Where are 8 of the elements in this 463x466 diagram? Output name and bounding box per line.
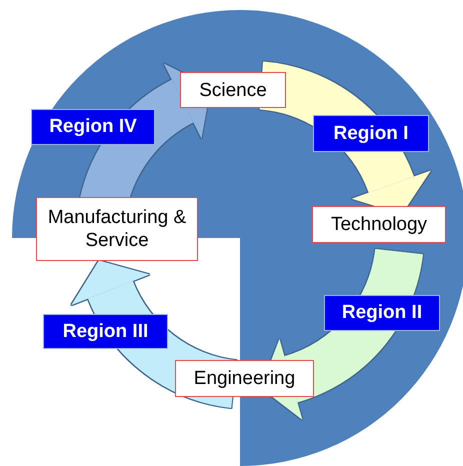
region-label: Region II (324, 295, 440, 331)
stage-box: Technology (312, 206, 446, 243)
region-label: Region I (313, 115, 429, 152)
stage-box: Manufacturing & Service (36, 197, 198, 261)
region-label: Region IV (31, 109, 155, 145)
stage-box: Science (180, 72, 286, 108)
stage-box: Engineering (175, 360, 314, 397)
region-label: Region III (43, 314, 168, 349)
